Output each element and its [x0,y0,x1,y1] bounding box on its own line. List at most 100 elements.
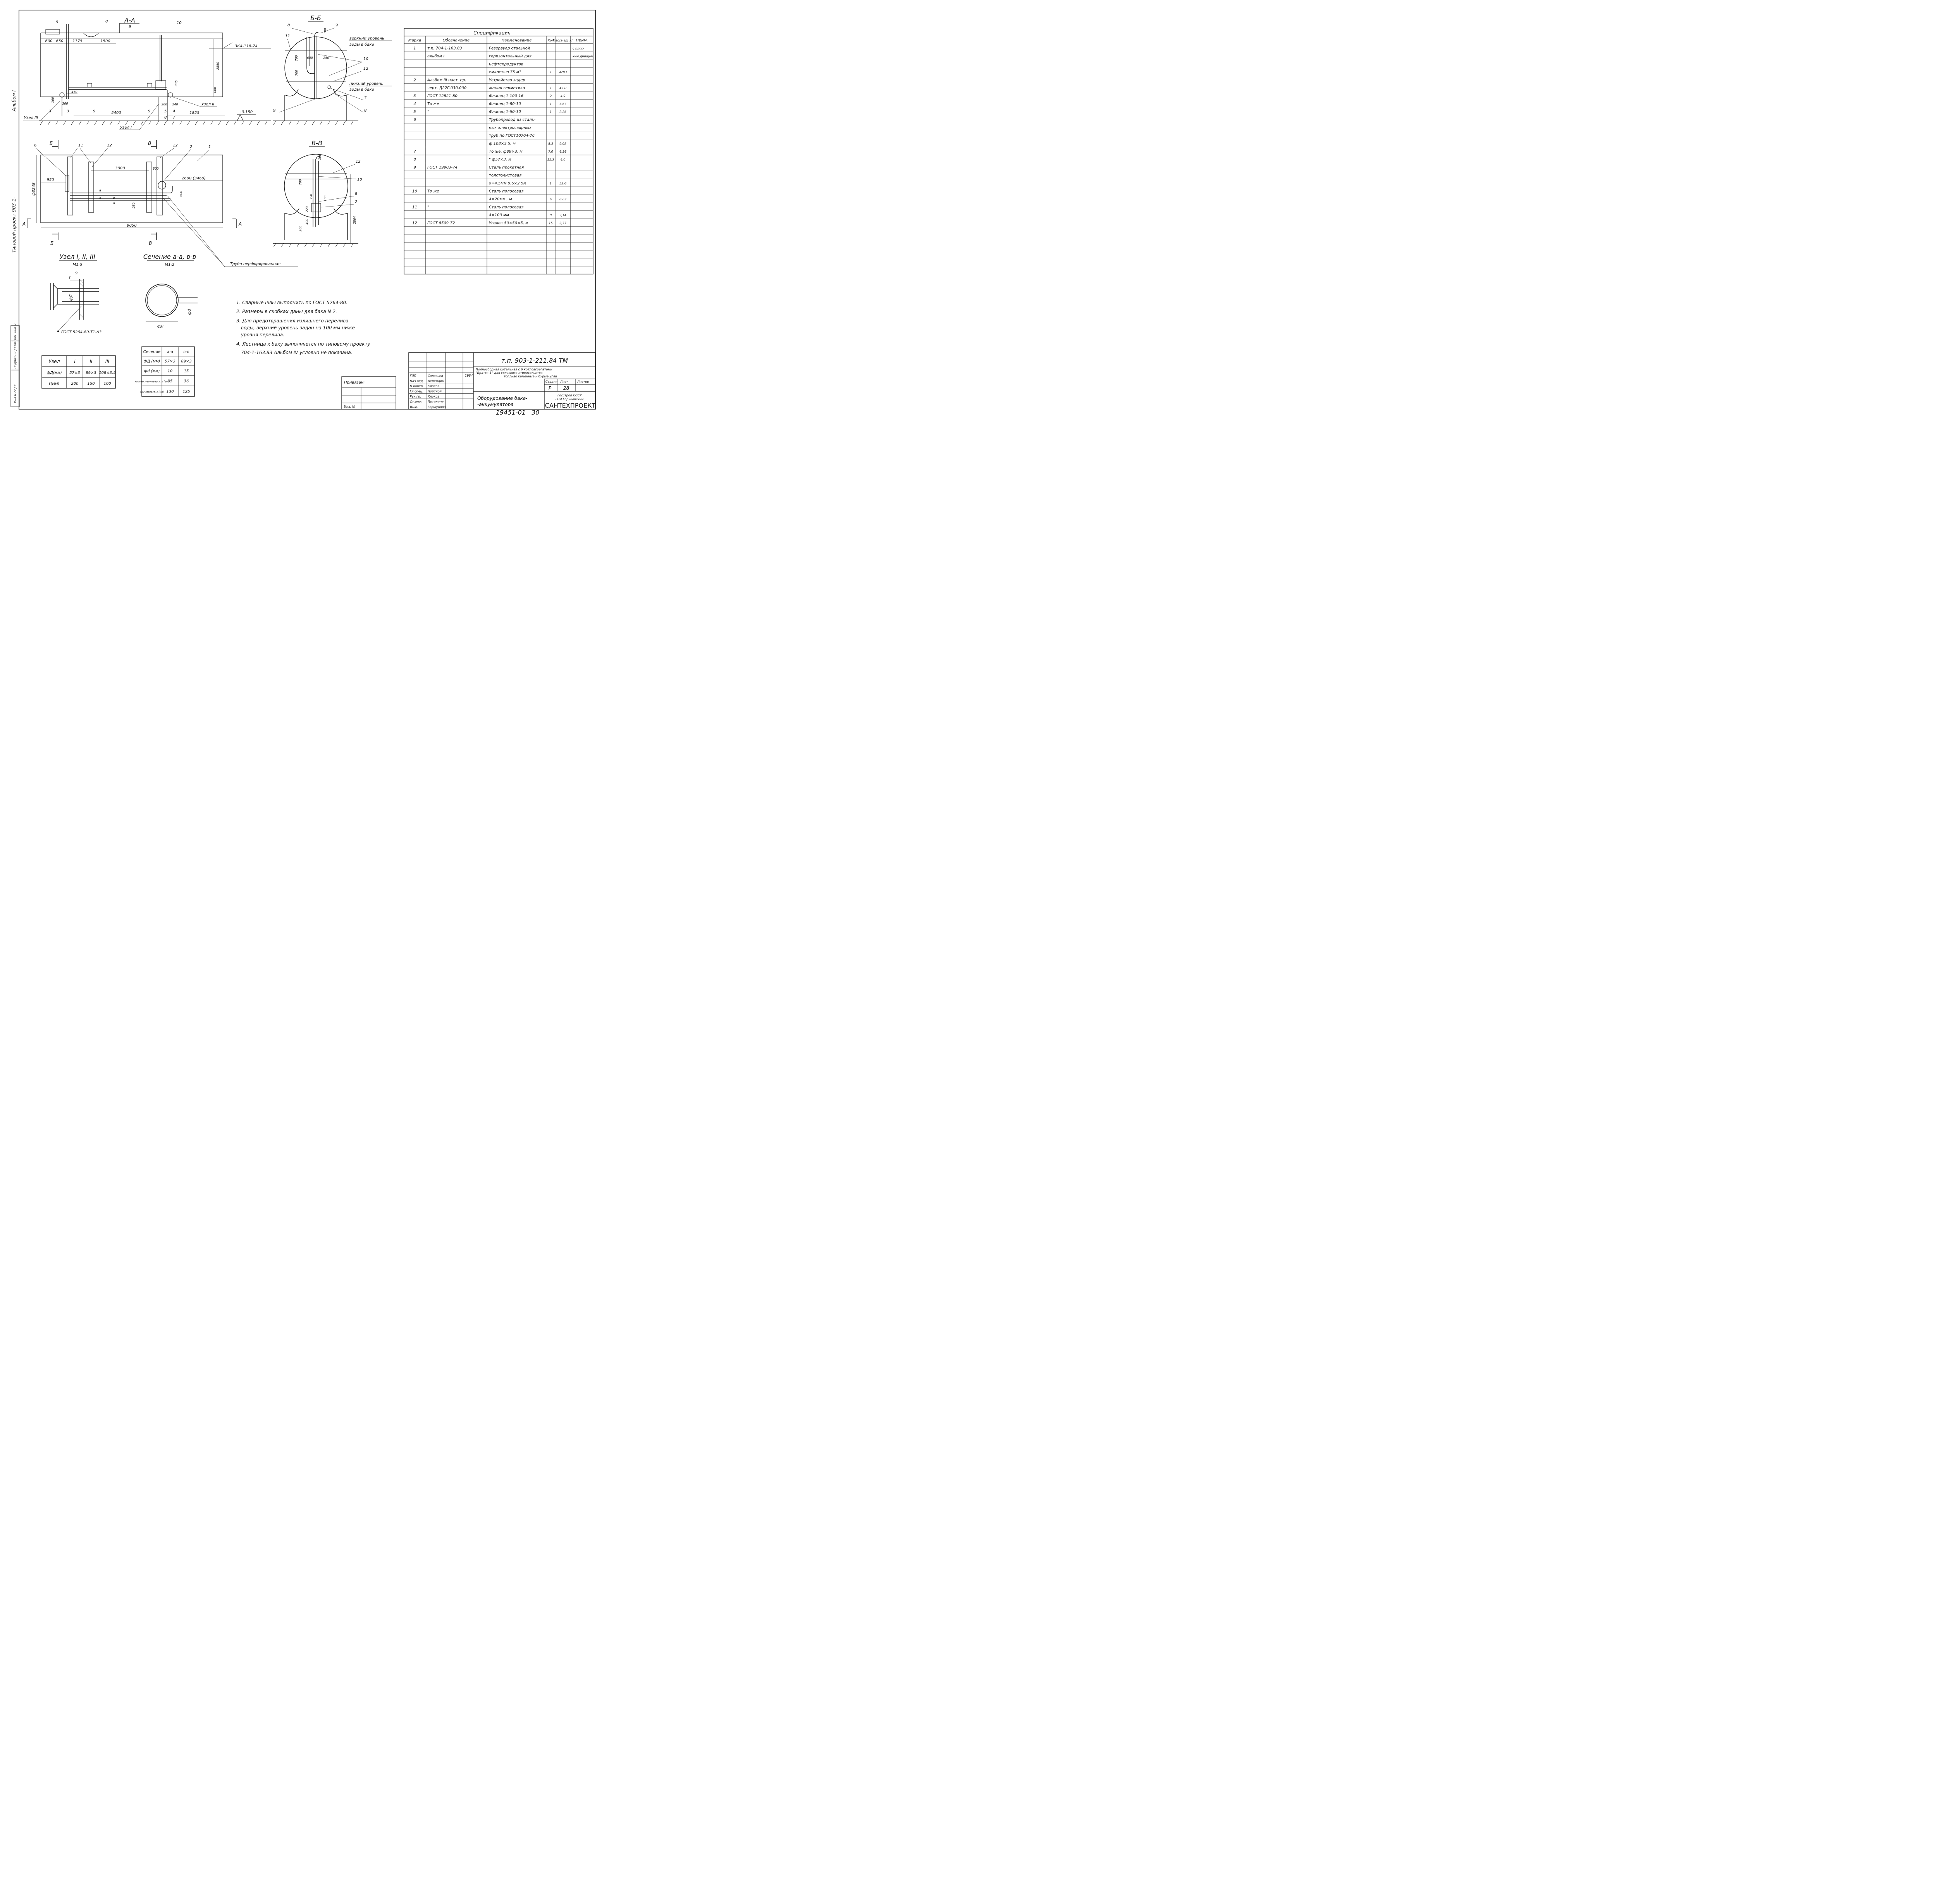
section-scale: М1:2 [165,263,175,267]
bb-mark: 11 [285,34,290,38]
spec-cell: " [427,205,429,210]
spec-cell: 4×20мм , м [489,197,512,201]
plan-mark: 12 [107,143,112,148]
aa-level-mark: -0.150 [240,110,253,114]
aa-dim: 300 [161,103,167,106]
plan-mark: 2 [190,145,192,149]
aa-dim: 100 [51,97,55,103]
aa-dim: 1500 [100,39,110,43]
stamp-inv-podl: Инв.N подл. [14,384,17,403]
section-mark: фД [157,324,164,329]
footer-number: 19451-01 [496,409,526,415]
stamp-inv: Инв. № [344,405,355,408]
section-table-cell: в-в [183,350,189,354]
plan-mark: 6 [34,143,36,148]
spec-cell: нефтепродуктов [489,62,523,67]
view-aa-title: А-А [124,17,135,24]
spec-cell: ГОСТ 12821-80 [427,94,458,98]
stamp-stage-label: Стадия [545,380,557,384]
plan-small-mark: в [113,201,115,205]
section-table-cell: фd (мм) [144,369,160,374]
uzel-table-cell: 89×3 [86,371,96,375]
vv-mark: 2 [355,200,357,204]
bb-mark: 12 [363,67,368,71]
uzel-table-cell: 57×3 [69,371,80,375]
spec-cell: Фланец 1-80-10 [489,102,521,106]
stamp-person: Горшунова [428,405,446,409]
spec-cell: " ф57×3, м [489,158,511,162]
plan-mark: 11 [78,143,83,148]
vv-dim: 220 [305,206,309,212]
uzel-table-cell: 108×3,5 [99,371,115,375]
technical-drawing: Альбом I Типовой проект 903-1- Инв.N под… [10,10,596,416]
stamp-project-line: топливо каменные и бурые угли [504,375,557,378]
spec-cell: То же, ф89×3, м [489,150,523,154]
spec-cell: т.п. 704-1-163.83 [427,46,462,51]
plan-section-mark: Б [50,141,53,146]
stamp-person: Соловьев [428,374,443,377]
spec-cell: 1 [550,182,552,185]
spec-cell: 15 [549,222,552,225]
plan-dim: 250 [132,202,136,208]
uzel-mark: ℓ [69,276,71,280]
side-title-project: Типовой проект 903-1- [11,197,17,253]
vv-dim: 100 [323,195,327,201]
vv-mark: 8 [355,192,357,196]
stamp-vzam: Взам. инв.N [14,324,17,343]
aa-dim: 600 [45,39,52,43]
spec-cell: ким днищем [573,55,593,58]
section-table-cell: фД (мм) [144,360,160,364]
aa-mark: 9 [93,109,95,114]
spec-cell: 12 [412,221,417,226]
uzel-scale: М1:5 [73,263,83,267]
spec-cell: 3 [413,94,416,98]
spec-cell: 2 [550,95,552,98]
notes: 1. Сварные швы выполнить по ГОСТ 5264-80… [236,300,370,355]
spec-cell: 8 [413,158,416,162]
stamp-person: Петелина [428,400,444,403]
plan-dim: 3000 [115,166,125,170]
plan-section-mark: В [148,141,151,146]
plan-dim: 500 [153,167,158,170]
view-aa: А-А 600 650 1 [23,17,271,130]
note-4b: 704-1-163.83 Альбом IV условно не показа… [241,350,353,355]
uzel-table-cell: 150 [87,382,95,386]
section-table-cell: 15 [184,369,189,374]
spec-cell: 4.9 [561,95,566,98]
uzel-table-cell: Узел [49,359,60,364]
spec-cell: горизонтальный для [489,54,532,59]
bb-mark: 9 [273,108,275,113]
section-table-cell: Сечение [143,350,160,354]
vv-dim: 2864 [353,216,356,224]
spec-cell: ных электросварных [489,126,532,130]
stamp-project-line: "Братск-1" для сельского строительства [476,371,543,375]
bb-mark: 8 [364,108,366,113]
uzel-table-cell: II [89,359,93,364]
aa-dim: 2850 [216,62,220,70]
bb-mark: 9 [335,23,338,28]
bb-mark: 8 [287,23,290,28]
note-3c: уровня перелива. [241,332,284,337]
spec-cell: 2.26 [559,110,566,114]
spec-header: Марка [408,38,421,43]
left-vertical-stamp: Инв.N подл. Подпись и дата Взам. инв.N [10,324,20,407]
spec-cell: Сталь полосовая [489,189,523,194]
spec-cell: Фланец 1-100-16 [489,94,523,98]
aa-uzel-3: Узел III [24,116,38,120]
vv-dim: 700 [299,179,302,185]
spec-cell: Трубопровод из сталь- [489,117,535,122]
plan-section-mark: Б [50,241,53,246]
section-table-cell: 125 [182,390,190,394]
aa-mark: 8 [164,115,167,120]
bb-upper-level-2: воды в баке [349,42,374,47]
spec-cell: Уголок 50×50×5, м [489,221,528,226]
aa-mark: 8 [105,19,108,24]
spec-cell: ГОСТ 19903-74 [427,165,458,170]
aa-dim: 450 [71,90,77,94]
section-table-cell: 89×3 [181,360,191,364]
uzel-weld-note: ГОСТ 5264-80-Т1-Δ3 [61,330,101,334]
view-vv: В-В 100 700 350 100 220 400 200 2864 12 … [273,139,362,248]
uzel-table-cell: фД(мм) [46,371,62,375]
